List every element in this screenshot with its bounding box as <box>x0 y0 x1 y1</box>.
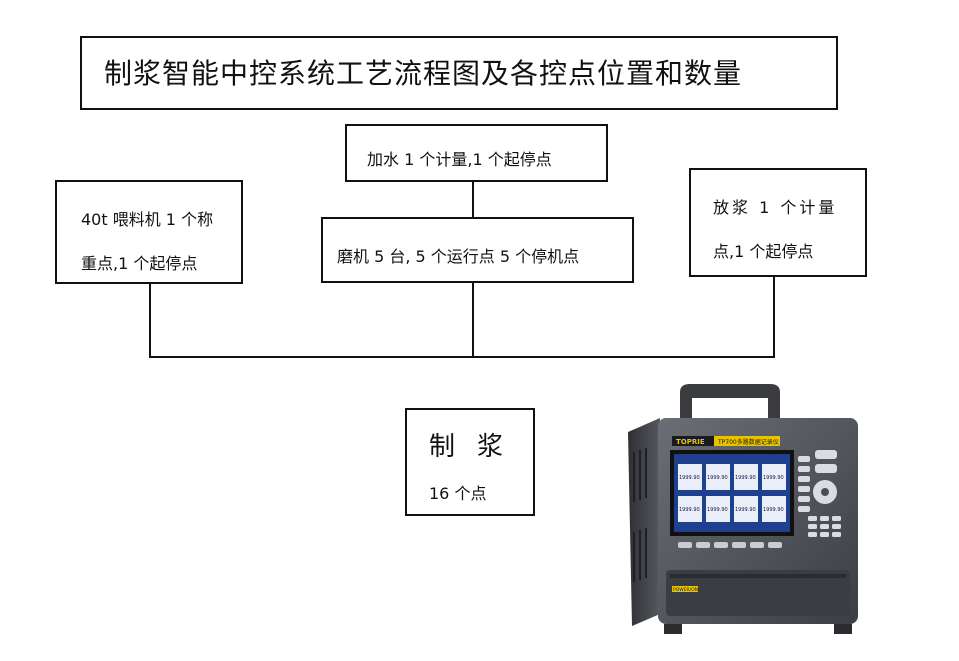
screen-reading-6: 1999.90 <box>707 507 728 513</box>
release-node-label-line2: 点,1 个起停点 <box>713 242 814 261</box>
data-recorder-device-image: TOPRIE TP700多路数据记录仪 1999.90 1999.90 1999… <box>628 384 858 634</box>
connector-water-to-mill <box>472 182 474 217</box>
device-brand-strip <box>672 436 780 446</box>
connector-release-down <box>773 277 775 357</box>
device-foot <box>664 624 682 634</box>
water-node-label: 加水 1 个计量,1 个起停点 <box>367 150 552 169</box>
device-key <box>798 476 810 482</box>
mill-node-label: 磨机 5 台, 5 个运行点 5 个停机点 <box>337 247 580 266</box>
release-node-label-line1: 放浆 1 个计量 <box>713 198 838 217</box>
device-key <box>815 464 837 473</box>
diagram-title: 制浆智能中控系统工艺流程图及各控点位置和数量 <box>104 57 743 90</box>
connector-bus <box>149 356 775 358</box>
feeder-node-label-line2: 重点,1 个起停点 <box>81 254 198 273</box>
device-key <box>798 496 810 502</box>
screen-reading-2: 1999.90 <box>707 475 728 481</box>
device-side <box>628 418 660 626</box>
feeder-node-label-line1: 40t 喂料机 1 个称 <box>81 210 214 229</box>
device-key <box>798 456 810 462</box>
device-key <box>798 486 810 492</box>
water-node: 加水 1 个计量,1 个起停点 <box>345 124 608 182</box>
device-key <box>815 450 837 459</box>
screen-reading-1: 1999.90 <box>679 475 700 481</box>
pulp-summary-title: 制浆 <box>429 432 526 462</box>
screen-reading-3: 1999.90 <box>735 475 756 481</box>
pulp-summary-node: 制浆 16 个点 <box>405 408 535 516</box>
release-node: 放浆 1 个计量 点,1 个起停点 <box>689 168 867 277</box>
screen-reading-4: 1999.90 <box>763 475 784 481</box>
diagram-title-box: 制浆智能中控系统工艺流程图及各控点位置和数量 <box>80 36 838 110</box>
pulp-summary-count: 16 个点 <box>429 484 487 503</box>
connector-feeder-down <box>149 284 151 357</box>
mill-node: 磨机 5 台, 5 个运行点 5 个停机点 <box>321 217 634 283</box>
device-lower-panel <box>666 570 850 616</box>
screen-reading-7: 1999.90 <box>735 507 756 513</box>
device-foot <box>834 624 852 634</box>
device-model-text: TP700多路数据记录仪 <box>717 438 779 446</box>
screen-reading-5: 1999.90 <box>679 507 700 513</box>
device-handle <box>680 384 780 422</box>
device-power-label-bg <box>672 586 698 592</box>
feeder-node: 40t 喂料机 1 个称 重点,1 个起停点 <box>55 180 243 284</box>
device-brand-text: TOPRIE <box>676 438 705 446</box>
device-power-label: POWER/ON <box>673 587 698 593</box>
device-key <box>798 506 810 512</box>
screen-reading-8: 1999.90 <box>763 507 784 513</box>
device-key <box>798 466 810 472</box>
connector-mill-down <box>472 283 474 357</box>
